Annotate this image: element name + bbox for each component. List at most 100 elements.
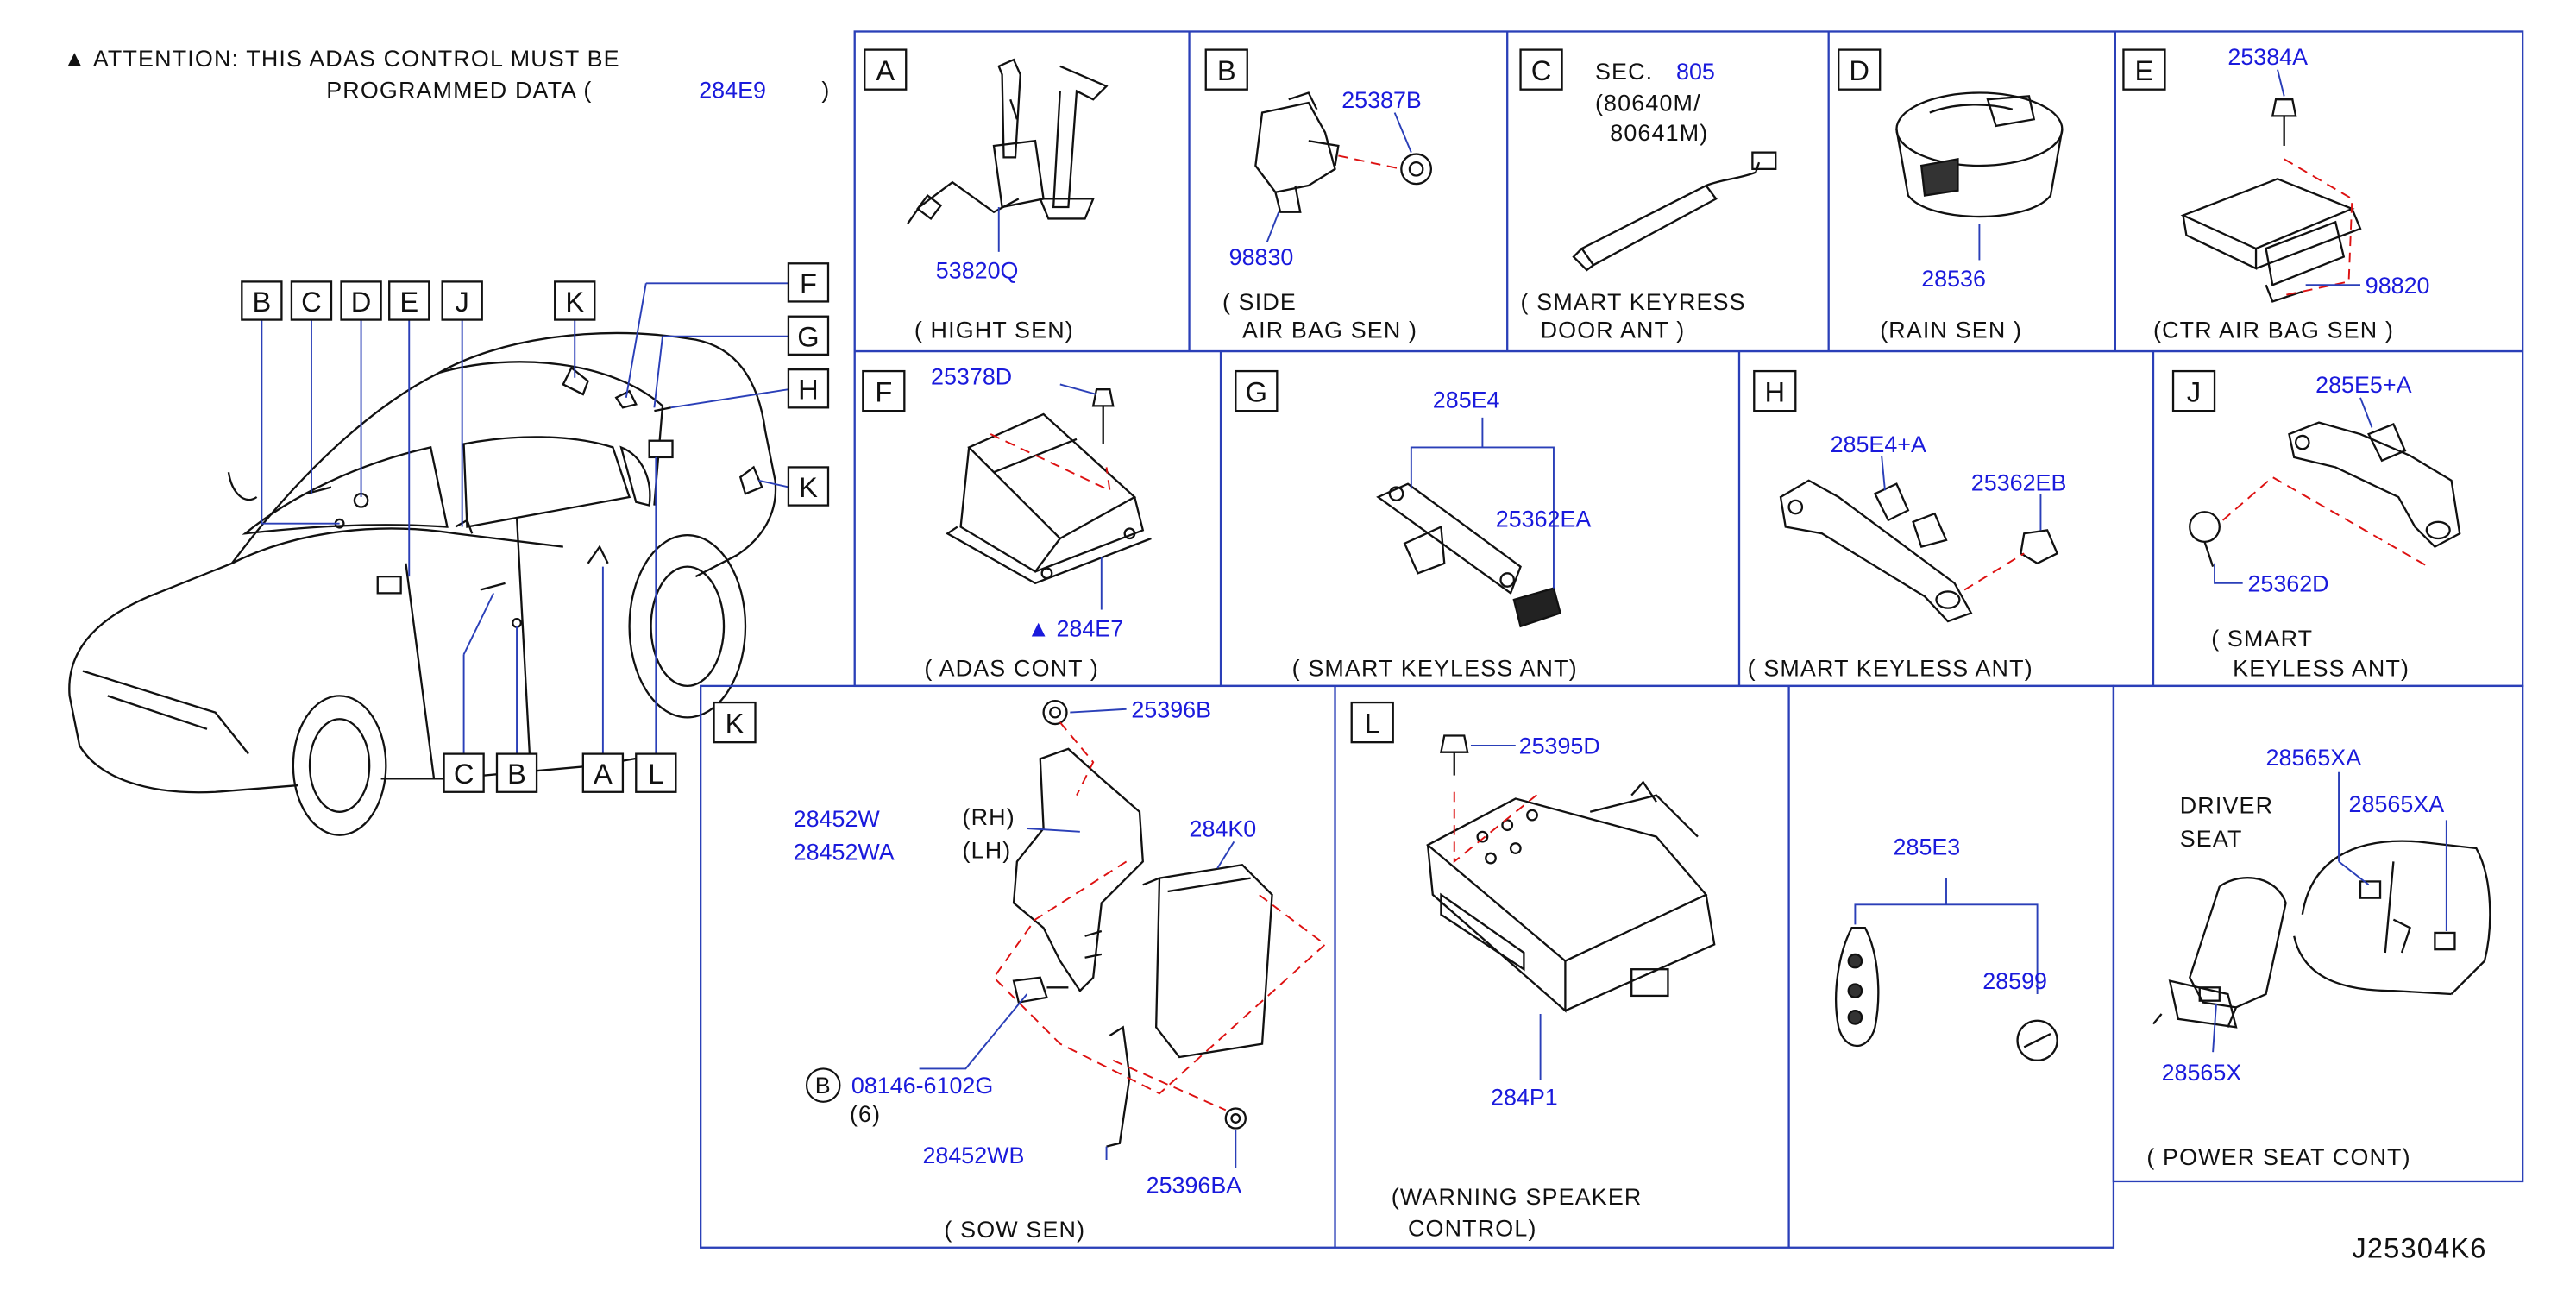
sow-sensor-drawing [1012,700,1273,1148]
driver-seat-label-2: SEAT [2180,826,2243,852]
attention-code: 284E9 [699,77,766,103]
part-285e3: 285E3 [1894,834,1961,860]
panel-d-letter: D [1849,54,1869,86]
sec-number: 805 [1676,59,1715,85]
part-98820: 98820 [2366,273,2430,299]
panel-d-caption: (RAIN SEN ) [1880,318,2022,343]
svg-text:L: L [648,758,663,790]
panel-a: A 53820Q ( HIGHT SEN) [864,48,1109,343]
part-28452wb: 28452WB [922,1143,1024,1168]
part-53820q: 53820Q [936,258,1019,284]
height-sensor-drawing [907,58,1109,224]
svg-text:E: E [399,286,418,318]
panel-c-letter: C [1531,54,1552,86]
diagram-code: J25304K6 [2352,1231,2486,1263]
panel-key-fob: 285E3 28599 [1835,834,2058,1061]
overview-box-right-3: H [787,368,830,409]
overview-box-bottom-2: B [495,752,538,793]
panel-c: C SEC. 805 (80640M/ 80641M) ( SMART KEYR… [1519,48,1777,343]
smart-keyless-antenna-g-drawing [1376,482,1562,628]
svg-text:G: G [797,320,819,352]
svg-text:K: K [565,286,584,318]
part-28565x: 28565X [2162,1060,2242,1086]
part-285e4: 285E4 [1433,387,1500,412]
part-28565xa-1: 28565XA [2266,745,2362,771]
part-25396b: 25396B [1131,696,1211,722]
panel-f-letter-box [862,369,906,412]
panel-g-caption: ( SMART KEYLESS ANT) [1292,655,1578,681]
panel-h: H 285E4+A 25362EB ( SMART KEYLESS ANT) [1748,369,2067,681]
part-08146-6102g: 08146-6102G [851,1073,993,1099]
part-285e5-a: 285E5+A [2315,372,2411,398]
overview-box-top-5: J [441,280,483,321]
panel-l-caption-2: CONTROL) [1408,1215,1537,1241]
part-25395d: 25395D [1519,733,1600,759]
vehicle-overview [68,331,777,836]
overview-box-top-4: E [388,280,430,321]
attention-line-2: PROGRAMMED DATA ( [326,77,592,103]
svg-text:C: C [454,758,474,790]
panel-a-letter: A [876,54,895,86]
adas-control-drawing [946,388,1152,585]
part-25362ea: 25362EA [1496,507,1592,532]
panel-e-letter-box [2122,48,2166,91]
svg-text:D: D [351,286,372,318]
door-antenna-drawing [1572,151,1777,272]
warning-speaker-control-drawing [1425,734,1716,1013]
part-25362eb: 25362EB [1971,469,2067,495]
part-28452wa: 28452WA [794,839,895,865]
panel-frames [700,30,2524,1249]
part-284p1: 284P1 [1491,1085,1558,1111]
bolt-type-letter: B [815,1073,832,1099]
part-28599: 28599 [1982,968,2047,994]
panel-h-letter: H [1764,376,1785,408]
panel-e-caption: (CTR AIR BAG SEN ) [2153,318,2394,343]
part-284k0: 284K0 [1190,816,1257,842]
panel-j-caption-2: KEYLESS ANT) [2233,655,2410,681]
rh-label: (RH) [963,804,1015,830]
part-25378d: 25378D [931,363,1012,389]
panel-b-caption-1: ( SIDE [1222,289,1297,315]
overview-box-right-4: K [787,466,830,507]
part-25387b: 25387B [1341,87,1422,113]
overview-box-bottom-3: A [581,752,625,793]
overview-leaders [261,282,789,754]
panel-j: J 285E5+A 25362D ( SMART KEYLESS ANT) [2171,369,2461,681]
part-284e7: ▲ 284E7 [1027,615,1123,641]
panel-f-caption: ( ADAS CONT ) [924,655,1099,681]
sec-ref-2: 80641M) [1610,120,1708,146]
panel-l-letter-box [1350,701,1394,744]
panel-e: E 25384A 98820 (CTR AIR BAG SEN ) [2122,44,2430,343]
overview-box-right-2: G [787,315,830,356]
panel-g-letter-box [1235,369,1279,412]
svg-text:C: C [301,286,322,318]
bolt-type-circle [805,1067,841,1103]
panel-c-letter-box [1519,48,1563,91]
panel-h-letter-box [1753,369,1797,412]
panel-k: K 25396B 28452W 28452WA (RH) (LH) [713,696,1327,1243]
overview-box-bottom-1: C [443,752,485,793]
svg-text:K: K [799,471,818,503]
panel-c-caption-1: ( SMART KEYRESS [1521,289,1746,315]
driver-seat-label-1: DRIVER [2180,793,2273,819]
panel-d-letter-box [1838,48,1882,91]
attention-close: ) [821,77,830,103]
power-seat-drawing [2152,840,2491,1029]
panel-k-letter-box [713,701,757,744]
lh-label: (LH) [963,838,1012,864]
svg-text:J: J [456,286,469,318]
overview-box-right-1: F [787,262,830,303]
attention-note: ▲ ATTENTION: THIS ADAS CONTROL MUST BE P… [63,46,830,103]
part-98830: 98830 [1229,244,1294,270]
panel-g-letter: G [1246,376,1267,408]
part-28536: 28536 [1921,266,1986,292]
svg-text:B: B [507,758,526,790]
key-fob-drawing [1835,927,2058,1061]
panel-g: G 285E4 25362EA ( SMART KEYLESS ANT) [1235,369,1592,681]
panel-j-letter-box [2171,369,2216,412]
panel-k-letter: K [726,708,745,740]
svg-text:A: A [594,758,613,790]
panel-power-seat-caption: ( POWER SEAT CONT) [2146,1144,2410,1170]
